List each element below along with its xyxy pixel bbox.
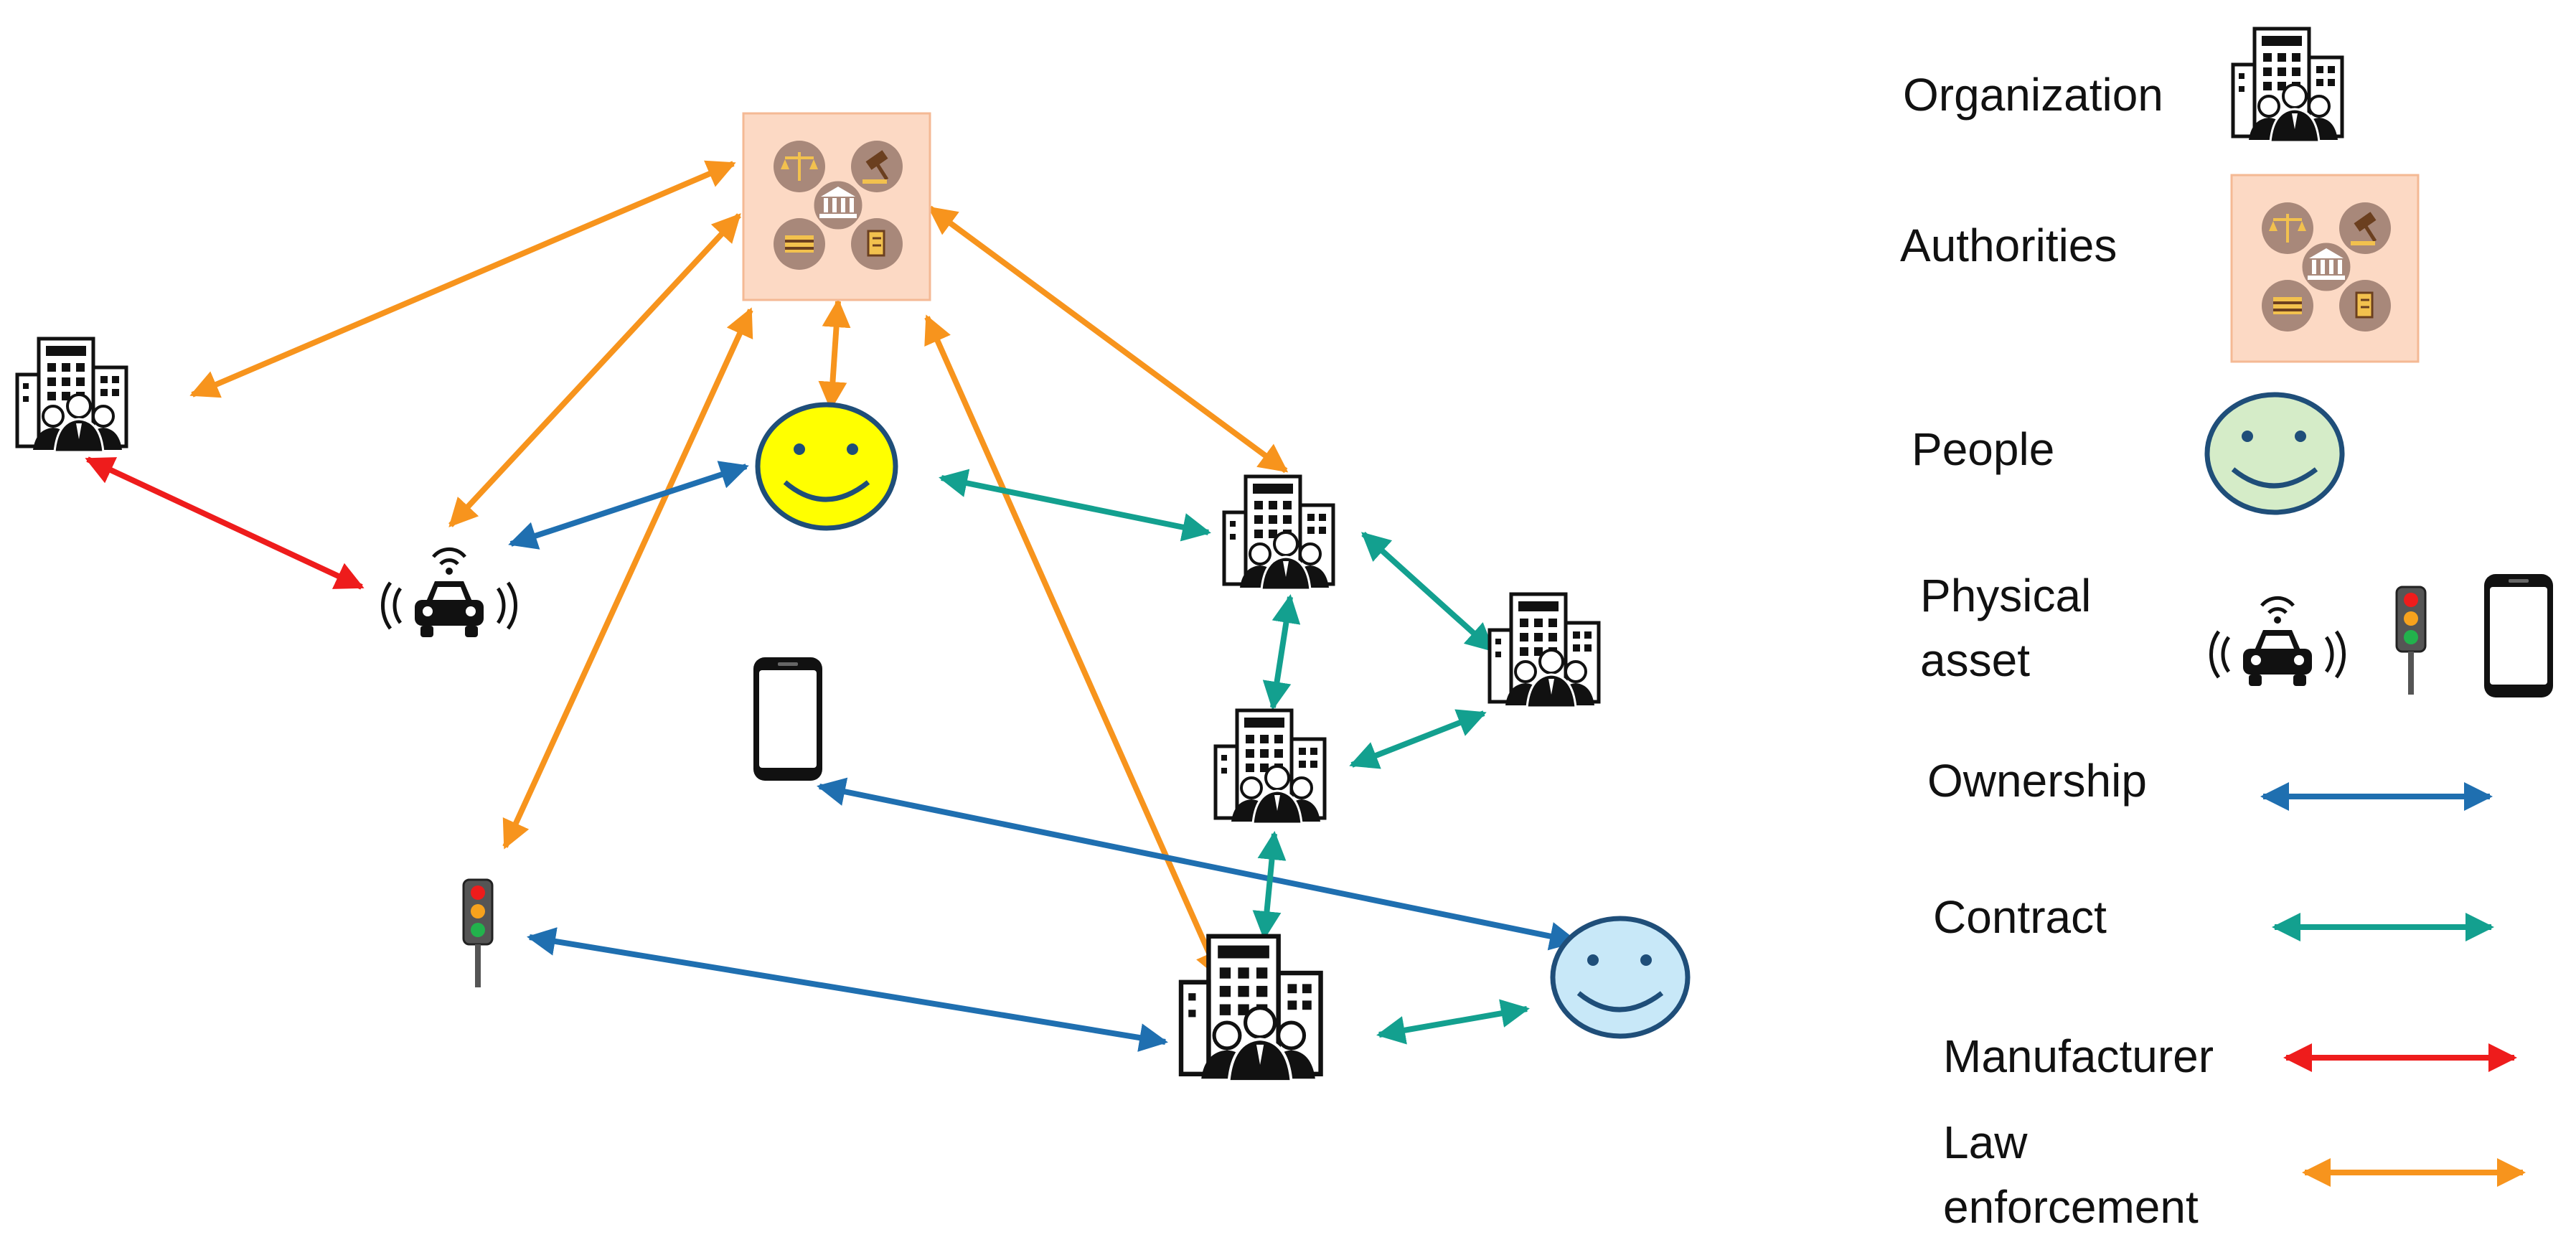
smartphone-icon (2484, 574, 2553, 697)
edge-car-person-yellow (508, 461, 749, 550)
legend-label-people: People (1912, 423, 2054, 475)
edge-authorities-car (448, 213, 741, 527)
connected-car-icon (382, 549, 515, 637)
edge-authorities-traffic-light (502, 307, 753, 850)
legend-label-physical-asset-line1: Physical (1920, 570, 2091, 621)
edge-phone-person-blue (817, 777, 1579, 951)
traffic-light-icon (2395, 586, 2427, 696)
edge-org-right-org-mid (1349, 709, 1487, 769)
smiley-face-icon (2204, 392, 2345, 515)
legend-label-ownership: Ownership (1927, 755, 2147, 807)
organization-building-people-icon (1224, 476, 1333, 590)
smiley-face-icon (1550, 916, 1691, 1039)
legend-label-authorities: Authorities (1900, 220, 2117, 271)
legend: Organization Authorities People Physical… (1900, 29, 2553, 1233)
legend-label-contract: Contract (1933, 891, 2107, 943)
legend-label-manufacturer: Manufacturer (1943, 1030, 2214, 1082)
edge-authorities-org-mid-top (927, 205, 1289, 474)
organization-building-people-icon (1181, 936, 1321, 1081)
edge-traffic-light-org-bottom (527, 927, 1168, 1052)
organization-building-people-icon (1216, 710, 1325, 824)
organization-building-people-icon (2233, 29, 2342, 142)
traffic-light-icon (462, 878, 494, 989)
edge-person-yellow-org-mid-top (939, 469, 1211, 542)
legend-label-physical-asset-line2: asset (1920, 634, 2030, 686)
legend-label-law-enforcement-line1: Law (1943, 1117, 2028, 1168)
authorities-cluster-icon (743, 113, 930, 300)
edge-authorities-org-bottom (924, 314, 1223, 980)
edge-org-mid-top-org-mid (1262, 594, 1301, 710)
legend-label-organization: Organization (1903, 69, 2163, 121)
connected-car-icon (2211, 598, 2344, 686)
edge-authorities-person-yellow (818, 299, 851, 410)
organization-building-people-icon (17, 339, 126, 452)
authorities-cluster-icon (2232, 175, 2418, 362)
relationship-edges (85, 160, 1579, 1052)
edge-org-mid-top-org-right (1361, 532, 1495, 652)
smartphone-icon (753, 657, 822, 781)
edge-org-mid-org-bottom (1252, 831, 1287, 940)
organization-building-people-icon (1490, 594, 1599, 708)
edge-org-left-car (85, 456, 365, 590)
legend-label-law-enforcement-line2: enforcement (1943, 1181, 2199, 1233)
smiley-face-icon (755, 402, 898, 531)
edge-org-bottom-person-blue (1376, 999, 1530, 1045)
diagram-nodes (17, 113, 1691, 1081)
edge-authorities-org-left (189, 160, 736, 398)
